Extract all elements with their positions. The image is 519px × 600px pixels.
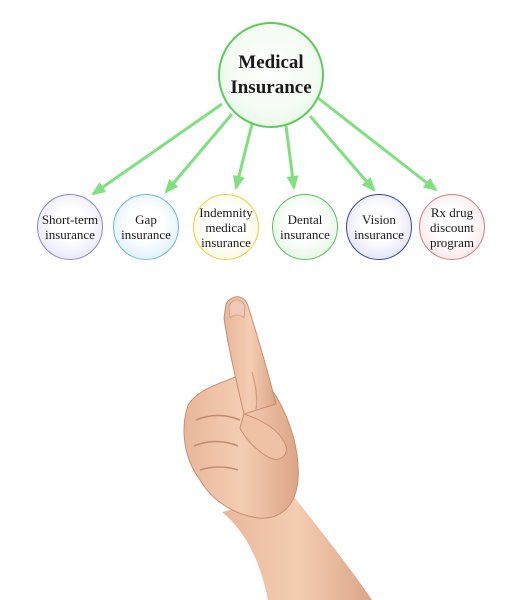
arrow-to-dental xyxy=(284,125,299,190)
node-short-term-insurance: Short-term insurance xyxy=(37,194,103,260)
center-node-medical-insurance: Medical Insurance xyxy=(218,22,324,128)
arrow-to-gap xyxy=(164,113,234,194)
node-vision-insurance: Vision insurance xyxy=(346,194,412,260)
arrow-to-rx xyxy=(317,96,438,192)
node-gap-insurance: Gap insurance xyxy=(113,194,179,260)
arrow-to-short-term xyxy=(91,102,223,196)
arrow-to-vision xyxy=(308,115,376,192)
node-dental-insurance: Dental insurance xyxy=(272,194,338,260)
node-indemnity-medical-insurance: Indemnity medical insurance xyxy=(193,194,259,260)
arrow-to-indemnity xyxy=(233,123,254,190)
node-rx-drug-discount-program: Rx drug discount program xyxy=(419,194,485,260)
